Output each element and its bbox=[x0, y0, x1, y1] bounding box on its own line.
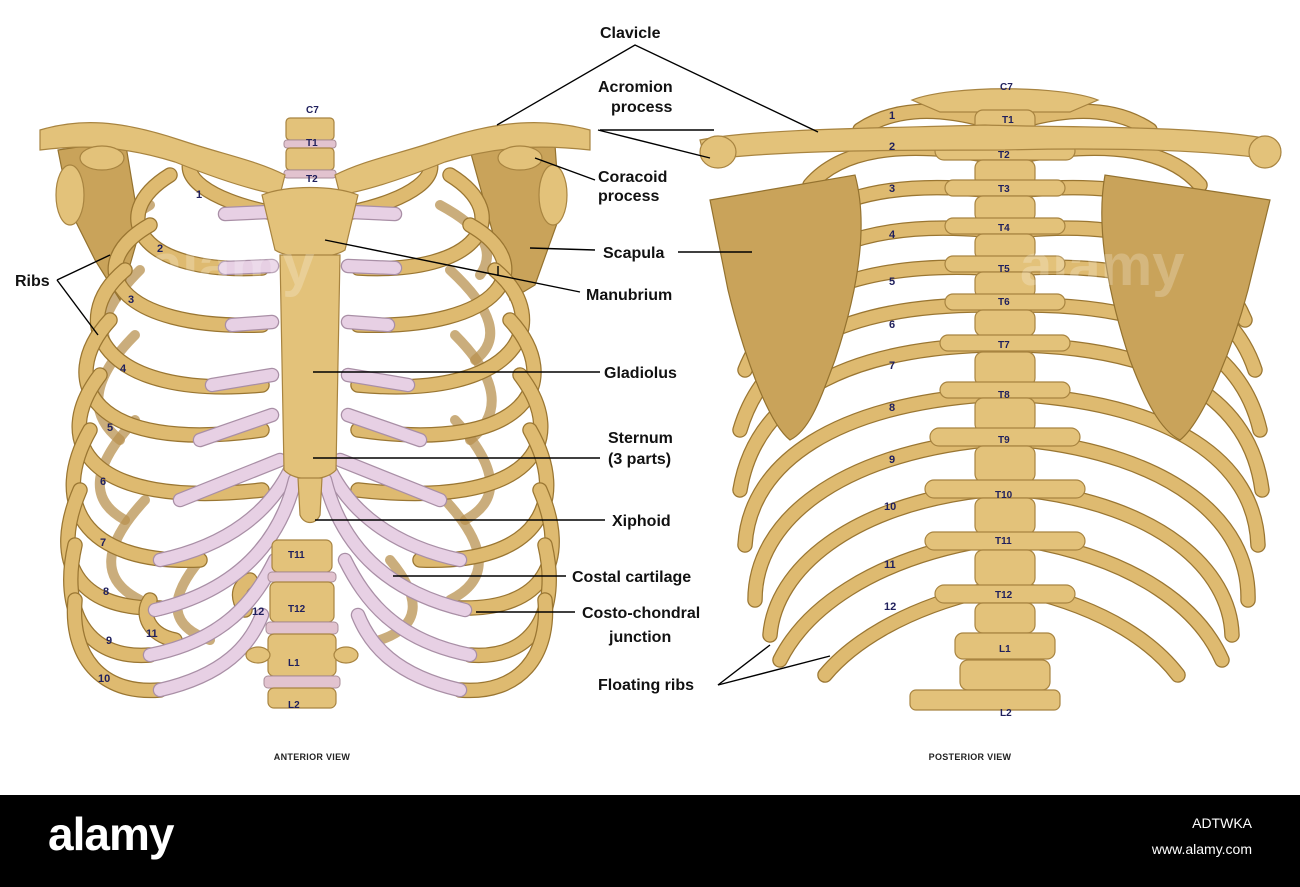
posterior-acromion-left bbox=[699, 135, 737, 169]
label-acromion-line1: Acromion bbox=[598, 79, 673, 96]
vertebra-label: T2 bbox=[306, 174, 318, 185]
rib-number: 8 bbox=[889, 402, 895, 414]
vertebra-label: T7 bbox=[998, 340, 1010, 351]
label-acromion-line2: process bbox=[611, 99, 672, 116]
rib-number: 5 bbox=[107, 422, 113, 434]
rib-number: 12 bbox=[252, 606, 264, 618]
label-manubrium: Manubrium bbox=[586, 287, 672, 304]
label-costo-chondral-line2: junction bbox=[608, 629, 671, 646]
vertebra-label: T2 bbox=[998, 150, 1010, 161]
rib-number: 1 bbox=[196, 189, 202, 201]
anterior-coracoid-left bbox=[79, 145, 125, 171]
anterior-costal-cartilages bbox=[142, 204, 478, 698]
anterior-rib-numbers: 1 2 3 4 5 6 7 8 9 10 11 12 bbox=[98, 189, 264, 685]
rib-number: 8 bbox=[103, 586, 109, 598]
vertebra-label: T8 bbox=[998, 390, 1010, 401]
vertebra-label: T11 bbox=[995, 536, 1012, 547]
label-floating-ribs: Floating ribs bbox=[598, 677, 694, 694]
rib-number: 7 bbox=[100, 537, 106, 549]
footer-bar: alamy ADTWKA www.alamy.com bbox=[0, 795, 1300, 887]
vertebra-label: T6 bbox=[998, 297, 1010, 308]
anterior-coracoid-right bbox=[497, 145, 543, 171]
rib-number: 11 bbox=[146, 628, 158, 640]
rib-number: 11 bbox=[884, 559, 896, 571]
rib-number: 6 bbox=[100, 476, 106, 488]
label-coracoid-line2: process bbox=[598, 188, 659, 205]
posterior-acromion-right bbox=[1248, 135, 1282, 169]
label-xiphoid: Xiphoid bbox=[612, 513, 671, 530]
brand-logo[interactable]: alamy bbox=[48, 808, 174, 860]
label-sternum-line2: (3 parts) bbox=[608, 451, 671, 468]
label-scapula: Scapula bbox=[603, 245, 664, 262]
label-costo-chondral-line1: Costo-chondral bbox=[582, 605, 700, 622]
vertebra-label: T11 bbox=[288, 550, 305, 561]
vertebra-label: T12 bbox=[995, 590, 1013, 601]
rib-number: 2 bbox=[157, 243, 163, 255]
vertebra-label: L1 bbox=[288, 658, 300, 669]
posterior-vertebra-labels: C7 T1 T2 T3 T4 T5 T6 T7 T8 T9 T10 T11 T1… bbox=[995, 82, 1014, 719]
rib-number: 9 bbox=[889, 454, 895, 466]
rib-number: 1 bbox=[889, 110, 895, 122]
posterior-scapula-left bbox=[709, 174, 862, 441]
rib-number: 6 bbox=[889, 319, 895, 331]
label-ribs: Ribs bbox=[15, 273, 50, 290]
watermark: alamy bbox=[150, 233, 314, 298]
vertebra-label: T4 bbox=[998, 223, 1010, 234]
anterior-view-caption: ANTERIOR VIEW bbox=[274, 752, 351, 762]
vertebra-label: L2 bbox=[288, 700, 300, 711]
image-id: ADTWKA bbox=[1192, 815, 1252, 831]
vertebra-label: T3 bbox=[998, 184, 1010, 195]
rib-number: 4 bbox=[889, 229, 896, 241]
posterior-view: C7 T1 T2 T3 T4 T5 T6 T7 T8 T9 T10 T11 T1… bbox=[699, 82, 1282, 762]
rib-number: 3 bbox=[889, 183, 895, 195]
anterior-view: C7 T1 T2 T11 T12 L1 L2 1 2 3 4 5 6 7 8 9… bbox=[39, 105, 591, 762]
anatomy-labels: Clavicle Acromion process Coracoid proce… bbox=[15, 25, 700, 694]
anterior-clavicle-left bbox=[39, 121, 286, 196]
label-coracoid-line1: Coracoid bbox=[598, 169, 667, 186]
label-costal-cartilage: Costal cartilage bbox=[572, 569, 691, 586]
vertebra-label: T9 bbox=[998, 435, 1010, 446]
label-clavicle: Clavicle bbox=[600, 25, 661, 42]
vertebra-label: T1 bbox=[306, 138, 318, 149]
rib-number: 4 bbox=[120, 363, 127, 375]
posterior-scapula-right bbox=[1101, 174, 1271, 441]
vertebra-label: L2 bbox=[1000, 708, 1012, 719]
leader-lines bbox=[56, 44, 831, 686]
rib-number: 10 bbox=[884, 501, 896, 513]
rib-number: 9 bbox=[106, 635, 112, 647]
anterior-xiphoid bbox=[297, 477, 323, 524]
anterior-vertebra-labels: C7 T1 T2 T11 T12 L1 L2 bbox=[288, 105, 319, 711]
vertebra-label: C7 bbox=[1000, 82, 1013, 93]
rib-number: 5 bbox=[889, 276, 895, 288]
rib-number: 7 bbox=[889, 360, 895, 372]
vertebra-label: T5 bbox=[998, 264, 1010, 275]
label-gladiolus: Gladiolus bbox=[604, 365, 677, 382]
rib-number: 2 bbox=[889, 141, 895, 153]
vertebra-label: T10 bbox=[995, 490, 1013, 501]
watermark: alamy bbox=[1020, 233, 1184, 298]
label-sternum-line1: Sternum bbox=[608, 430, 673, 447]
vertebra-label: C7 bbox=[306, 105, 319, 116]
rib-number: 3 bbox=[128, 294, 134, 306]
rib-number: 10 bbox=[98, 673, 110, 685]
posterior-view-caption: POSTERIOR VIEW bbox=[929, 752, 1012, 762]
vertebra-label: T12 bbox=[288, 604, 306, 615]
rib-number: 12 bbox=[884, 601, 896, 613]
rib-cage-diagram: C7 T1 T2 T11 T12 L1 L2 1 2 3 4 5 6 7 8 9… bbox=[15, 25, 1282, 762]
anterior-spine bbox=[245, 117, 359, 709]
anterior-glenoid-right bbox=[538, 164, 568, 226]
vertebra-label: L1 bbox=[999, 644, 1011, 655]
posterior-rib-numbers: 1 2 3 4 5 6 7 8 9 10 11 12 bbox=[884, 110, 896, 613]
anterior-glenoid-left bbox=[55, 164, 85, 226]
vertebra-label: T1 bbox=[1002, 115, 1014, 126]
site-link[interactable]: www.alamy.com bbox=[1151, 841, 1252, 857]
